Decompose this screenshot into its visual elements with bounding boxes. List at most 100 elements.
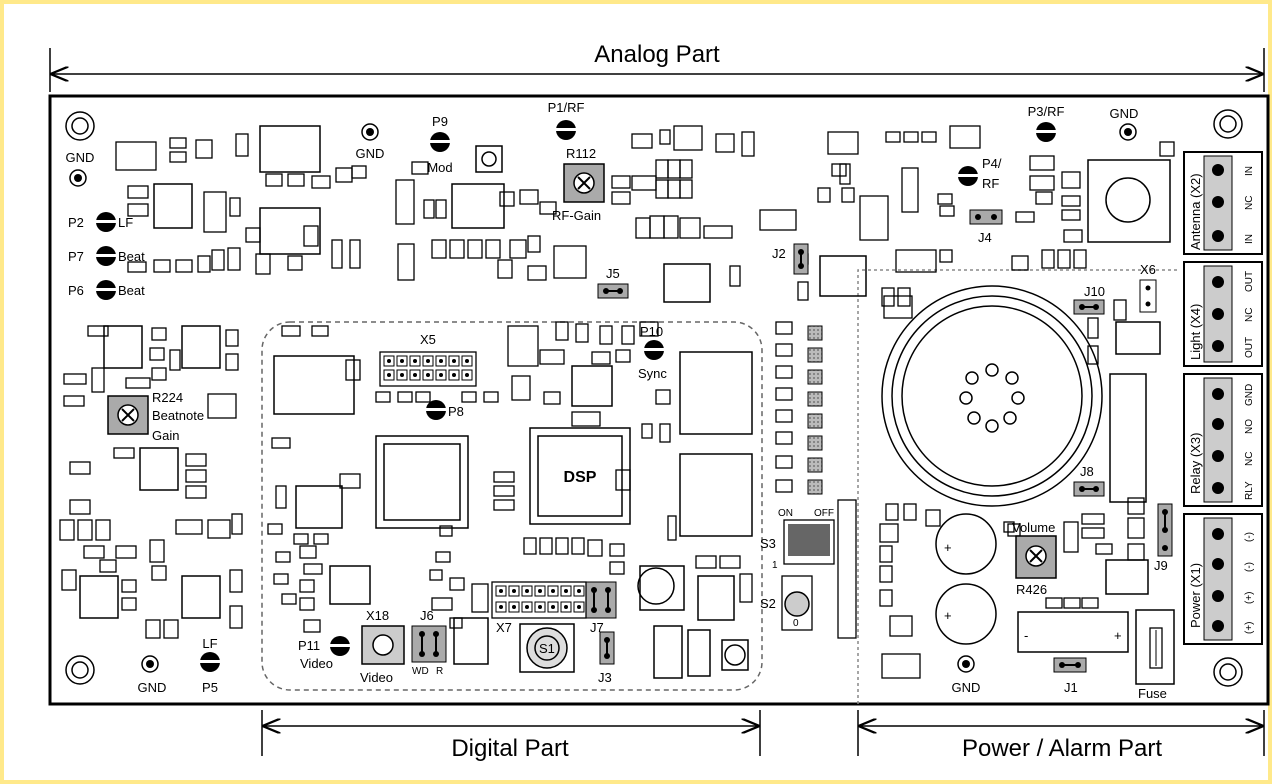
smd-part [1003,521,1015,533]
smd-part [99,559,117,573]
tp-p10: P10 Sync [638,324,667,381]
smd-part [639,321,659,337]
smd-part [439,525,453,537]
smd-part [1057,249,1071,269]
smd-part [429,569,443,581]
rf-gain-label: RF-Gain [552,208,601,223]
smd-part [673,125,703,151]
smd-part [1029,155,1055,171]
svg-text:X5: X5 [420,332,436,347]
smd-part [1073,249,1087,269]
svg-text:P5: P5 [202,680,218,695]
switch-s3[interactable]: ON OFF S3 1 [760,508,835,571]
svg-text:X18: X18 [366,608,389,623]
svg-text:IN: IN [1244,234,1255,244]
svg-text:OUT: OUT [1244,271,1255,292]
jumper-j9: J9 [1154,503,1173,573]
antenna-coil [1105,177,1151,223]
header-pin-dot [512,605,516,609]
header-pin-dot [452,373,456,377]
svg-text:P8: P8 [448,404,464,419]
header-pin-dot [525,605,529,609]
smd-part [1061,171,1081,189]
smd-part [1063,521,1079,553]
smd-part [831,163,847,177]
switch-s1[interactable]: S1 [519,623,575,673]
svg-text:(-): (-) [1244,532,1255,542]
tp-p8: P8 [426,400,464,420]
jumper-j1: J1 [1053,657,1087,695]
smd-part [287,255,303,271]
svg-text:Fuse: Fuse [1138,686,1167,701]
svg-text:0: 0 [793,618,799,629]
led-segment [807,325,823,341]
led-segment [807,391,823,407]
smd-part [571,411,601,427]
svg-text:R: R [436,666,443,677]
smd-part [127,261,147,273]
smd-part [539,537,553,555]
header-x5: X5 [379,332,477,387]
header-x18-video[interactable]: X18 Video [360,608,405,685]
smd-part [267,523,283,535]
svg-text:Relay (X3): Relay (X3) [1188,433,1203,494]
smd-part [435,199,447,219]
svg-text:(+): (+) [1244,622,1255,635]
smd-part [231,513,243,535]
jumpers[interactable]: J5 J2 J4 J10 J8 J9 J1 J3 J7 J6 WD R [411,209,1173,695]
pot-r224[interactable]: R224 Beatnote Gain [107,390,204,443]
switch-s2[interactable]: S2 0 [760,575,813,631]
svg-text:P3/RF: P3/RF [1028,104,1065,119]
header-pin-dot [499,605,503,609]
smd-part [883,295,913,319]
terminal-blocks[interactable]: Antenna (X2) IN NC IN Light (X4) OUT NC … [1183,151,1263,645]
smd-part [195,139,213,159]
smd-part [575,323,589,343]
header-pin-dot [551,589,555,593]
smd-part [611,191,631,205]
smd-part [149,347,165,361]
smd-part [729,265,741,287]
smd-part [485,239,501,259]
smd-part [431,597,453,611]
pot-r426[interactable]: Volume R426 [1012,520,1057,597]
header-pin-dot [525,589,529,593]
smd-part [679,217,701,239]
svg-text:LF: LF [118,215,133,230]
smd-part [631,133,653,149]
smd-part [1063,229,1083,243]
pot-r112[interactable]: R112 RF-Gain [552,146,605,223]
mounting-holes [65,109,1243,687]
smd-part [889,615,913,637]
svg-text:(-): (-) [1244,562,1255,572]
smd-part [169,349,181,371]
smd-part [759,209,797,231]
smd-part [719,555,741,569]
header-pin-dot [439,373,443,377]
header-pin-dot [551,605,555,609]
power-area [857,269,1180,704]
terminal-power-x1: Power (X1) (-) (-) (+) (+) [1183,513,1263,645]
beatnote-label: Beatnote [152,408,204,423]
ground-points: GND GND GND GND GND [66,106,1139,695]
svg-text:NC: NC [1244,308,1255,322]
svg-text:+: + [944,540,952,555]
battery-plus: + [1114,628,1122,643]
header-pin-dot [426,359,430,363]
smd-part [667,515,677,541]
svg-text:+: + [944,608,952,623]
smd-part [493,499,515,511]
smd-part [1159,141,1175,157]
smd-part [539,201,557,215]
smd-part [879,523,899,543]
smd-part [659,423,671,443]
led-segment [807,435,823,451]
header-pin-dot [426,373,430,377]
gnd-point-top-right: GND [1110,106,1138,141]
smd-part [145,619,161,639]
header-pin-dot [400,359,404,363]
smd-part [609,543,625,557]
header-pin-dot [452,359,456,363]
svg-text:IN: IN [1244,166,1255,176]
